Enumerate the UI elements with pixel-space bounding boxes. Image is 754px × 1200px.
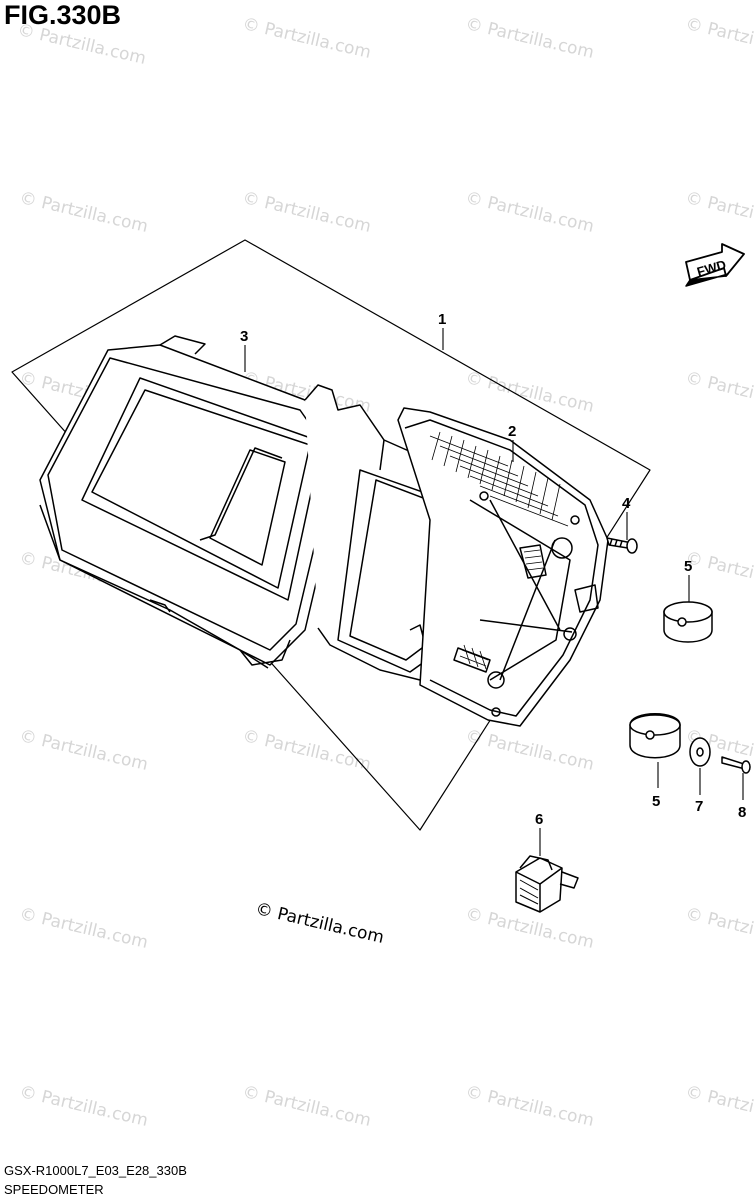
fwd-arrow-icon: FWD: [685, 243, 745, 287]
washer-part-7: [689, 737, 711, 767]
callout-2: 2: [508, 423, 516, 440]
callout-3: 3: [240, 328, 248, 345]
grommet-part-5-lower: [629, 713, 681, 759]
callout-4: 4: [622, 495, 631, 512]
model-code: GSX-R1000L7_E03_E28_330B: [4, 1163, 187, 1178]
rear-case-part-2: [397, 407, 609, 727]
callout-8: 8: [738, 804, 746, 821]
section-name: SPEEDOMETER: [4, 1182, 104, 1197]
callout-1: 1: [438, 311, 446, 328]
callout-5-lower: 5: [652, 793, 660, 810]
callout-6: 6: [535, 811, 543, 828]
leader-lines: [244, 328, 744, 856]
screw-part-8: [721, 756, 751, 774]
pcb-grid: [429, 431, 569, 670]
callout-5-upper: 5: [684, 558, 692, 575]
lens-cover-part-3: [39, 335, 373, 669]
callout-7: 7: [695, 798, 703, 815]
grommet-part-5-upper: [663, 601, 713, 643]
screw-part-4: [606, 537, 638, 554]
figure-title: FIG.330B: [4, 0, 122, 30]
assembly-outline: [11, 239, 651, 831]
connector-part-6: [515, 855, 579, 913]
